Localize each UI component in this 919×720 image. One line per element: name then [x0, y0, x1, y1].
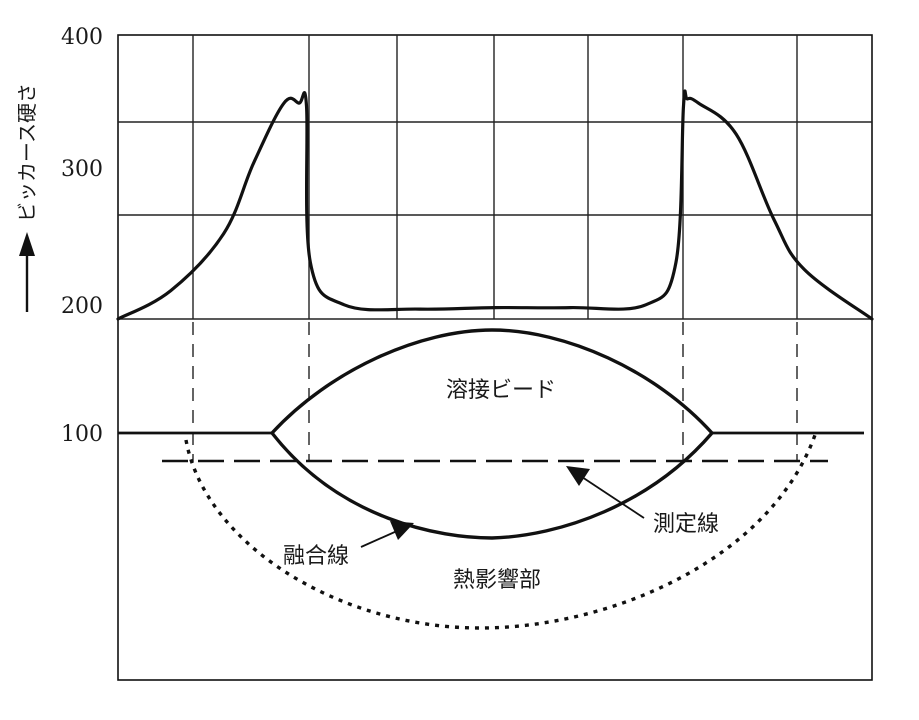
diagram-frame	[117, 34, 873, 681]
chart-grid	[118, 35, 872, 320]
y-axis-arrow-icon	[19, 232, 35, 256]
measure-line-arrow-shaft	[581, 476, 645, 519]
y-tick-100: 100	[61, 422, 103, 447]
projection-lines	[192, 322, 798, 462]
fusion-line-arrow-shaft	[360, 530, 398, 548]
y-axis-title: ビッカース硬さ	[15, 83, 39, 222]
fusion-line	[270, 431, 714, 540]
fusion-line-arrow-icon	[390, 521, 414, 540]
y-tick-300: 300	[61, 157, 103, 182]
measure-line-label: 測定線	[653, 512, 719, 537]
fusion-line-label: 融合線	[283, 544, 349, 569]
y-axis-title-group: ビッカース硬さ	[15, 83, 39, 312]
heat-affected-zone-label: 熱影響部	[453, 568, 541, 593]
heat-affected-zone-outline	[184, 434, 817, 630]
measure-line-arrow-icon	[566, 466, 590, 486]
weld-bead-cap	[270, 328, 714, 435]
y-tick-400: 400	[61, 25, 103, 50]
y-tick-200: 200	[61, 294, 103, 319]
weld-bead-label: 溶接ビード	[446, 378, 556, 403]
hardness-curve	[116, 89, 874, 321]
